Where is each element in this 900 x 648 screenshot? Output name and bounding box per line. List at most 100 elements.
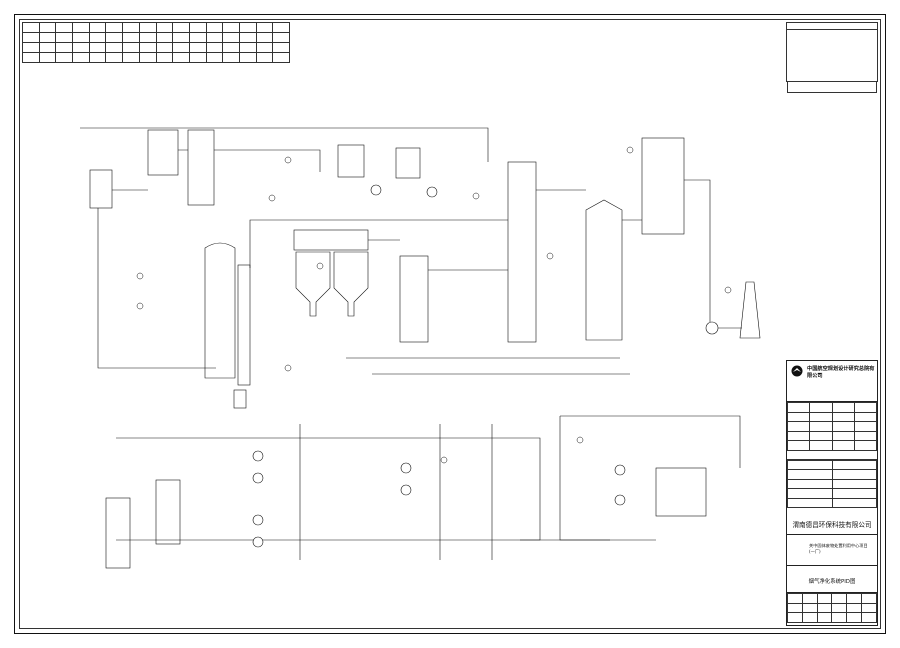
pump-p4 [252, 536, 264, 548]
signoff-cell [853, 421, 878, 432]
drawing-number-cell [787, 593, 803, 604]
pump-p7 [614, 464, 626, 476]
approval-cell [831, 469, 877, 480]
approval-cell [787, 488, 833, 499]
instrument-11 [440, 456, 448, 464]
instrument-12 [576, 436, 584, 444]
instrument-2 [268, 194, 276, 202]
signoff-cell [809, 402, 833, 413]
signoff-cell [786, 421, 811, 432]
pump-p6 [400, 484, 412, 496]
drawing-title-section: 烟气净化系统PID图 [787, 566, 877, 593]
equipment-cell [55, 52, 74, 63]
process-flow-diagram [80, 127, 761, 569]
approval-cell [831, 459, 877, 470]
drawing-number-grid [787, 593, 877, 623]
signoff-cell [831, 430, 855, 441]
approval-cell [787, 497, 833, 508]
signoff-cell [831, 402, 855, 413]
stack-reheater [585, 199, 623, 341]
signoff-row [786, 411, 878, 422]
drawing-number-cell [846, 593, 863, 604]
signoff-cell [786, 430, 811, 441]
instrument-7 [724, 286, 732, 294]
drawing-number-row [787, 602, 877, 613]
instrument-6 [626, 146, 634, 154]
scr-reactor [641, 137, 685, 235]
notes-memo-label [787, 81, 877, 93]
signoff-cell [786, 402, 811, 413]
drawing-number-cell [787, 612, 803, 623]
drawing-number-cell [831, 593, 848, 604]
equipment-cell [88, 52, 107, 63]
drawing-number-cell [846, 602, 863, 613]
drawing-number-cell [861, 593, 877, 604]
drawing-number-cell [816, 612, 833, 623]
drawing-number-cell [816, 593, 833, 604]
blower-b1 [370, 184, 382, 196]
project-name-line-1: 关中固体废物处置利用中心项目 [809, 543, 868, 548]
signoff-row [786, 421, 878, 432]
drawing-title: 烟气净化系统PID图 [808, 579, 856, 585]
instrument-9 [136, 302, 144, 310]
title-block-org: 中国航空规划设计研究总院有限公司 [787, 361, 877, 402]
instrument-5 [546, 252, 554, 260]
drawing-number-cell [831, 612, 848, 623]
approval-cell [787, 459, 833, 470]
blower-b2 [426, 186, 438, 198]
signoff-cell [809, 440, 833, 451]
drawing-number-cell [801, 612, 818, 623]
pipe-top-trunk [80, 127, 489, 162]
approval-row [787, 459, 877, 470]
pipe-right-loop [559, 415, 741, 541]
approval-row [787, 469, 877, 480]
pipe-pump-loop [116, 437, 541, 541]
pump-p1 [252, 450, 264, 462]
signoff-grid [786, 402, 878, 451]
instrument-10 [284, 364, 292, 372]
tank-process-water [155, 479, 181, 545]
equipment-cell [105, 52, 124, 63]
approval-row [787, 478, 877, 489]
equipment-list-table [22, 22, 290, 63]
silo-carbon [395, 147, 421, 179]
pipe-upper-links [112, 149, 321, 191]
client-name: 渭南德昌环保科技有限公司 [792, 521, 872, 529]
signoff-cell [853, 430, 878, 441]
drawing-number-cell [831, 602, 848, 613]
signoff-cell [809, 430, 833, 441]
tower-scrubber-1 [399, 255, 429, 343]
tank-caustic [105, 497, 131, 569]
pipe-mid-header [249, 219, 508, 268]
drawing-number-row [787, 593, 877, 604]
signoff-cell [786, 440, 811, 451]
signoff-cell [831, 440, 855, 451]
tower-cyclone [237, 264, 251, 386]
signoff-cell [853, 402, 878, 413]
tank-wastewater [655, 467, 707, 517]
instrument-4 [472, 192, 480, 200]
instrument-1 [284, 156, 292, 164]
pipe-left-riser [97, 208, 216, 369]
drawing-number-cell [846, 612, 863, 623]
signoff-cell [831, 411, 855, 422]
equipment-row [22, 52, 290, 63]
drawing-number-cell [861, 612, 877, 623]
drawing-number-cell [801, 602, 818, 613]
pipe-liquid-header [346, 357, 630, 375]
approval-cell [787, 469, 833, 480]
instrument-8 [136, 272, 144, 280]
signoff-cell [853, 411, 878, 422]
approval-cell [831, 488, 877, 499]
induced-draft-fan [705, 321, 719, 335]
title-block: 中国航空规划设计研究总院有限公司 渭南德昌环保科技有限公司 [786, 360, 878, 626]
approval-cell [831, 497, 877, 508]
approval-row [787, 488, 877, 499]
pump-p8 [614, 494, 626, 506]
pipe-verticals [299, 424, 493, 560]
tower-quench [204, 242, 236, 379]
equipment-row [22, 32, 290, 43]
notes-heading [787, 23, 877, 30]
signoff-cell [809, 411, 833, 422]
drawing-number-cell [861, 602, 877, 613]
